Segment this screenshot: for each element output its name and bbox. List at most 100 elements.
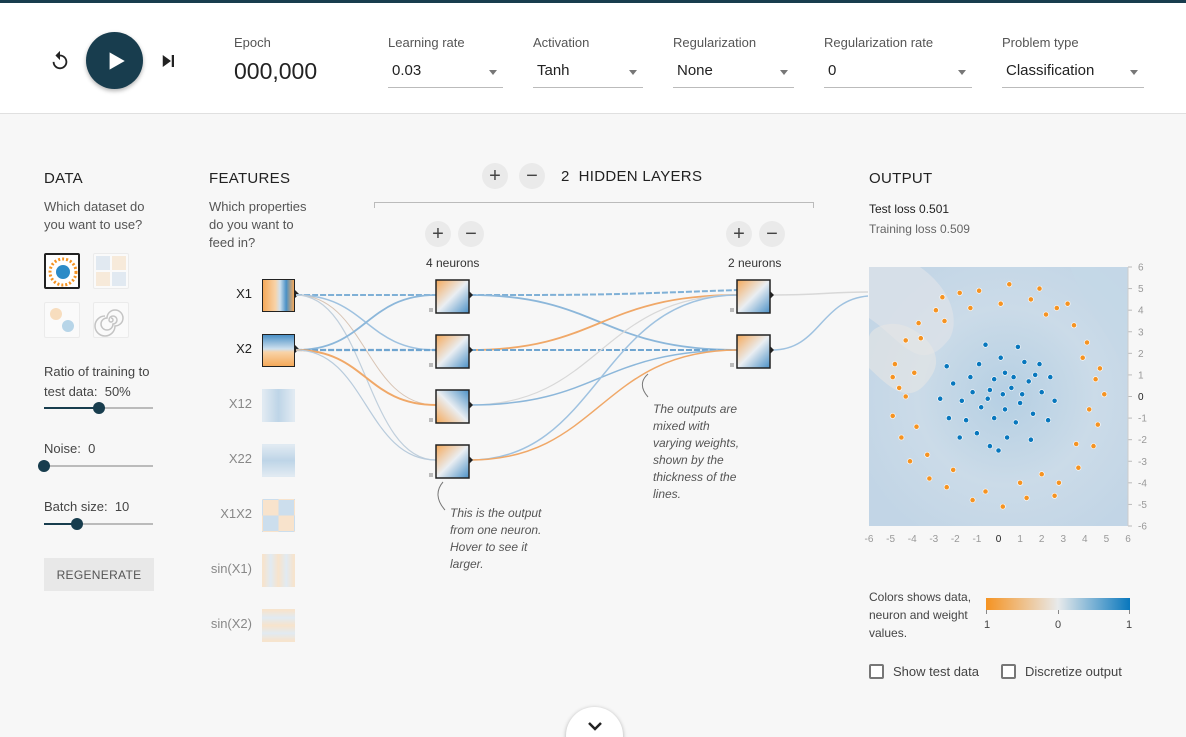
chevron-down-icon xyxy=(958,70,966,75)
bias-indicator[interactable] xyxy=(429,473,433,477)
bias-indicator[interactable] xyxy=(429,308,433,312)
scale-mid-label: 0 xyxy=(1055,619,1062,631)
batch-slider-handle[interactable] xyxy=(70,518,83,530)
data-point-orange xyxy=(1051,492,1058,499)
feature-toggle[interactable] xyxy=(262,279,295,312)
minus-icon: − xyxy=(465,223,477,245)
scale-tick xyxy=(1058,610,1059,614)
remove-layer-button[interactable]: − xyxy=(519,163,545,189)
link[interactable] xyxy=(469,294,739,406)
y-tick-label: 5 xyxy=(1138,284,1144,295)
regenerate-button[interactable]: REGENERATE xyxy=(44,558,154,591)
problem-type-select[interactable]: Classification xyxy=(1002,58,1144,88)
ratio-slider-handle[interactable] xyxy=(92,402,105,414)
link[interactable] xyxy=(295,349,437,406)
link[interactable] xyxy=(469,349,739,406)
neuron-l2-2[interactable] xyxy=(736,334,771,369)
activation-select[interactable]: Tanh xyxy=(533,58,643,88)
link[interactable] xyxy=(771,291,869,296)
layer1-add-neuron-button[interactable]: + xyxy=(425,221,451,247)
regularization-rate-select[interactable]: 0 xyxy=(824,58,972,88)
neuron-l1-4[interactable] xyxy=(435,444,470,479)
feature-toggle[interactable] xyxy=(262,499,295,532)
learning-rate-value: 0.03 xyxy=(392,62,422,79)
noise-slider[interactable] xyxy=(44,465,153,467)
show-test-data-toggle[interactable]: Show test data xyxy=(869,664,979,679)
data-point-blue xyxy=(1021,359,1028,365)
layer1-neuron-count: 4 neurons xyxy=(426,256,480,270)
epoch-label: Epoch xyxy=(234,35,271,50)
circle-dataset-icon xyxy=(48,257,78,287)
test-loss-value: 0.501 xyxy=(919,202,950,216)
data-point-orange xyxy=(1092,376,1099,383)
data-point-blue xyxy=(946,415,952,421)
add-layer-button[interactable]: + xyxy=(482,163,508,189)
dataset-circle[interactable] xyxy=(44,253,80,289)
plus-icon: + xyxy=(432,223,444,245)
noise-slider-handle[interactable] xyxy=(38,460,50,472)
data-point-orange xyxy=(913,423,920,430)
batch-slider[interactable] xyxy=(44,523,153,525)
layer2-remove-neuron-button[interactable]: − xyxy=(759,221,785,247)
link[interactable] xyxy=(469,294,739,351)
feature-toggle[interactable] xyxy=(262,389,295,422)
regularization-select[interactable]: None xyxy=(673,58,794,88)
bias-indicator[interactable] xyxy=(730,363,734,367)
play-button[interactable] xyxy=(86,32,143,89)
regularization-rate-label: Regularization rate xyxy=(824,35,934,50)
neuron-l1-2[interactable] xyxy=(435,334,470,369)
feature-toggle[interactable] xyxy=(262,334,295,367)
y-tick-label: 3 xyxy=(1138,327,1144,338)
link[interactable] xyxy=(469,294,739,351)
feature-toggle[interactable] xyxy=(262,444,295,477)
data-point-blue xyxy=(991,415,998,421)
data-point-blue xyxy=(958,397,965,404)
data-point-orange xyxy=(956,290,963,296)
y-tick-label: -1 xyxy=(1138,414,1147,425)
weights-annotation: The outputs are mixed with varying weigh… xyxy=(653,402,740,501)
discretize-output-toggle[interactable]: Discretize output xyxy=(1001,664,1122,679)
x-tick-label: 0 xyxy=(996,534,1002,545)
neuron-l2-1[interactable] xyxy=(736,279,771,314)
epoch-value: 000,000 xyxy=(234,58,318,84)
reset-button[interactable] xyxy=(46,47,74,75)
dataset-spiral[interactable] xyxy=(93,302,129,338)
data-point-blue xyxy=(1008,384,1015,391)
link[interactable] xyxy=(469,289,739,296)
neuron-l1-3[interactable] xyxy=(435,389,470,424)
link[interactable] xyxy=(295,294,437,351)
regularization-field: Regularization None xyxy=(673,35,794,88)
scale-min-label: 1 xyxy=(984,619,991,631)
bias-indicator[interactable] xyxy=(429,363,433,367)
dataset-xor[interactable] xyxy=(93,253,129,289)
data-point-blue xyxy=(967,374,974,380)
checkbox-icon[interactable] xyxy=(869,664,884,679)
bias-indicator[interactable] xyxy=(429,418,433,422)
link[interactable] xyxy=(771,295,869,351)
x-tick-label: -4 xyxy=(908,534,917,545)
plus-icon: + xyxy=(733,223,745,245)
neuron-l1-1[interactable] xyxy=(435,279,470,314)
data-point-orange xyxy=(889,374,896,380)
layer1-remove-neuron-button[interactable]: − xyxy=(458,221,484,247)
bias-indicator[interactable] xyxy=(730,308,734,312)
link[interactable] xyxy=(469,349,739,461)
feature-toggle[interactable] xyxy=(262,609,295,642)
data-point-orange xyxy=(1071,322,1077,329)
arrow-icon xyxy=(770,291,774,299)
data-point-blue xyxy=(1019,391,1026,398)
data-point-orange xyxy=(917,335,924,342)
data-point-blue xyxy=(1047,374,1054,380)
data-point-orange xyxy=(1053,305,1060,311)
arrow-icon xyxy=(469,456,473,464)
learning-rate-select[interactable]: 0.03 xyxy=(388,58,503,88)
link[interactable] xyxy=(469,294,739,461)
link[interactable] xyxy=(295,349,437,461)
layer2-add-neuron-button[interactable]: + xyxy=(726,221,752,247)
checkbox-icon[interactable] xyxy=(1001,664,1016,679)
feature-toggle[interactable] xyxy=(262,554,295,587)
step-button[interactable] xyxy=(156,47,180,75)
dataset-gaussian[interactable] xyxy=(44,302,80,338)
